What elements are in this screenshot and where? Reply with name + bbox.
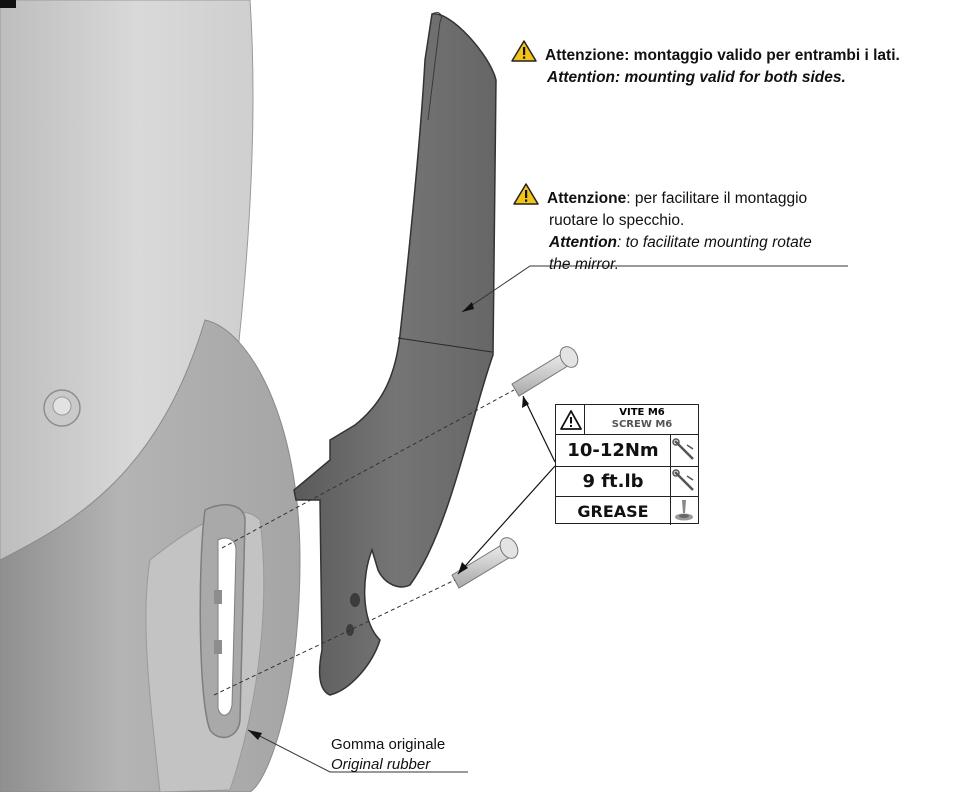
leader-rotate-mirror — [461, 265, 848, 313]
spec-grease-row: GREASE — [556, 497, 698, 525]
spec-title: VITE M6 — [619, 407, 665, 418]
rotate-note-it-2: ruotare lo specchio. — [549, 212, 685, 229]
rotate-note-it-1: : per facilitare il montaggio — [626, 190, 808, 207]
rotate-note-en-1: : to facilitate mounting rotate — [617, 234, 812, 251]
screw-spec-table: VITE M6 SCREW M6 10-12Nm 9 ft.lb GREASE — [555, 404, 699, 525]
mounting-note-en: Attention: mounting valid for both sides… — [547, 69, 846, 86]
spec-torque-ftlb-row: 9 ft.lb — [556, 467, 698, 497]
torque-nm-value: 10-12Nm — [567, 440, 659, 461]
spec-subtitle: SCREW M6 — [611, 419, 673, 430]
caption-en: Original rubber — [331, 756, 431, 773]
original-rubber-caption: Gomma originale Original rubber — [331, 735, 445, 775]
spec-torque-nm-row: 10-12Nm — [556, 435, 698, 467]
assembly-line-lower — [213, 579, 456, 696]
rotate-note-en-2: the mirror. — [549, 256, 620, 273]
torque-wrench-icon — [672, 438, 694, 460]
torque-wrench-icon — [672, 469, 694, 491]
leader-screw-upper — [522, 395, 556, 463]
torque-ftlb-value: 9 ft.lb — [582, 471, 644, 492]
warning-icon — [511, 40, 537, 62]
spec-header-row: VITE M6 SCREW M6 — [556, 405, 698, 435]
screw-lower — [451, 537, 519, 589]
screw-upper — [511, 346, 579, 397]
warning-icon — [513, 183, 539, 205]
caption-it: Gomma originale — [331, 736, 446, 753]
leader-rubber — [247, 729, 468, 773]
grease-icon — [675, 500, 693, 521]
grease-value: GREASE — [577, 501, 649, 521]
leader-screw-lower — [457, 465, 556, 575]
bracket-part — [293, 13, 497, 696]
rotate-note-en-bold: Attention — [549, 234, 618, 251]
rotate-note-it-bold: Attenzione — [547, 190, 627, 207]
assembly-line-upper — [221, 389, 515, 549]
mounting-note: Attenzione: montaggio valido per entramb… — [511, 40, 900, 89]
rotate-mirror-note: Attenzione: per facilitare il montaggio … — [513, 183, 812, 276]
mounting-note-it: Attenzione: montaggio valido per entramb… — [545, 47, 900, 64]
warning-outline-icon — [560, 410, 582, 430]
